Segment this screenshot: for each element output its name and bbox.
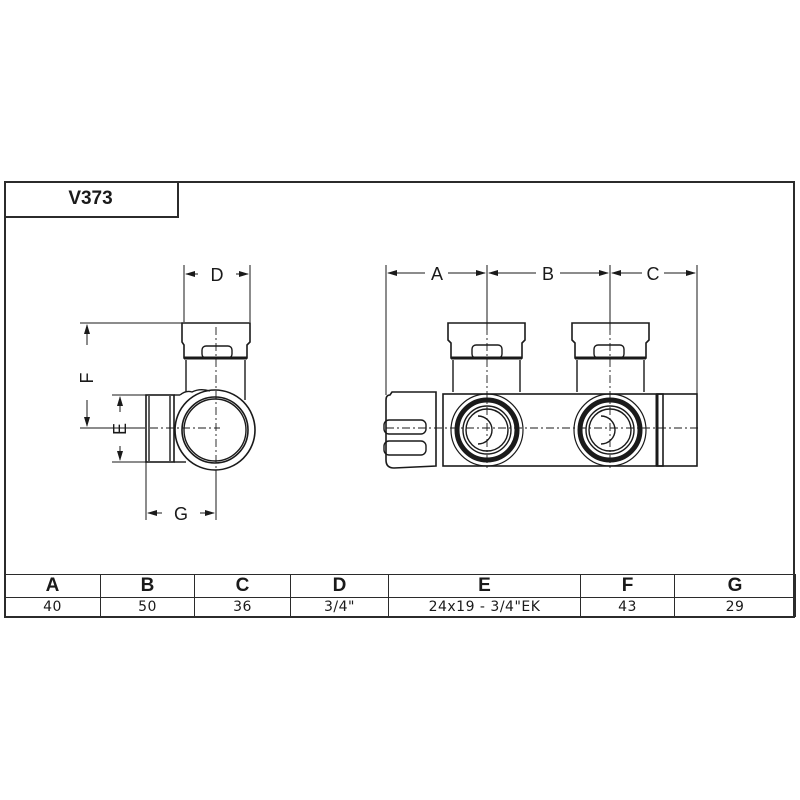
dim-label-f: F bbox=[77, 373, 97, 384]
header-a: A bbox=[4, 574, 101, 598]
spec-table-value-row: 40 50 36 3/4" 24x19 - 3/4"EK 43 29 bbox=[4, 597, 796, 617]
value-g: 29 bbox=[674, 597, 796, 617]
spec-table: A B C D E F G 40 50 36 3/4" 24x19 - 3/4"… bbox=[4, 574, 796, 617]
value-b: 50 bbox=[100, 597, 195, 617]
header-c: C bbox=[194, 574, 291, 598]
value-a: 40 bbox=[4, 597, 101, 617]
model-title: V373 bbox=[4, 181, 179, 218]
value-d: 3/4" bbox=[290, 597, 389, 617]
side-view: D F E G bbox=[77, 265, 256, 524]
header-d: D bbox=[290, 574, 389, 598]
front-view: A B C bbox=[383, 264, 700, 470]
dim-label-d: D bbox=[211, 265, 224, 285]
dim-label-e: E bbox=[110, 423, 130, 435]
value-e: 24x19 - 3/4"EK bbox=[388, 597, 581, 617]
drawing-frame bbox=[4, 181, 795, 618]
value-f: 43 bbox=[580, 597, 675, 617]
dim-label-b: B bbox=[542, 264, 554, 284]
header-g: G bbox=[674, 574, 796, 598]
spec-table-header-row: A B C D E F G bbox=[4, 574, 796, 598]
dim-label-c: C bbox=[647, 264, 660, 284]
header-f: F bbox=[580, 574, 675, 598]
value-c: 36 bbox=[194, 597, 291, 617]
dim-label-a: A bbox=[431, 264, 443, 284]
header-e: E bbox=[388, 574, 581, 598]
model-title-text: V373 bbox=[68, 187, 113, 209]
header-b: B bbox=[100, 574, 195, 598]
dim-label-g: G bbox=[174, 504, 188, 524]
